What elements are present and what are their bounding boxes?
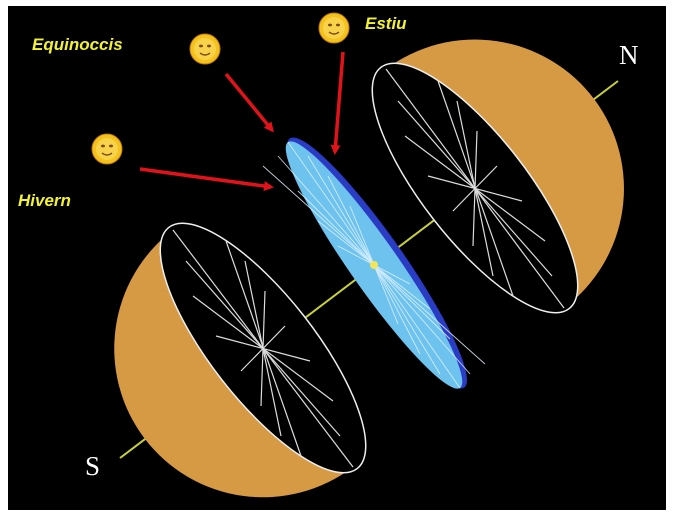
winter-label: Hivern <box>18 191 71 211</box>
summer-label: Estiu <box>365 14 407 34</box>
winter-arrow <box>140 169 271 187</box>
sun-icon <box>190 34 220 64</box>
equinox-arrow <box>226 74 272 130</box>
equinox-label: Equinoccis <box>32 35 123 55</box>
disc-center <box>370 261 378 269</box>
celestial-sphere-diagram <box>8 6 666 510</box>
summer-arrow <box>335 52 343 152</box>
south-pole-label: S <box>85 453 100 480</box>
diagram-frame: Equinoccis Estiu Hivern N S <box>8 6 666 510</box>
sun-icon <box>92 134 122 164</box>
north-pole-label: N <box>619 42 639 69</box>
sun-icon <box>319 13 349 43</box>
